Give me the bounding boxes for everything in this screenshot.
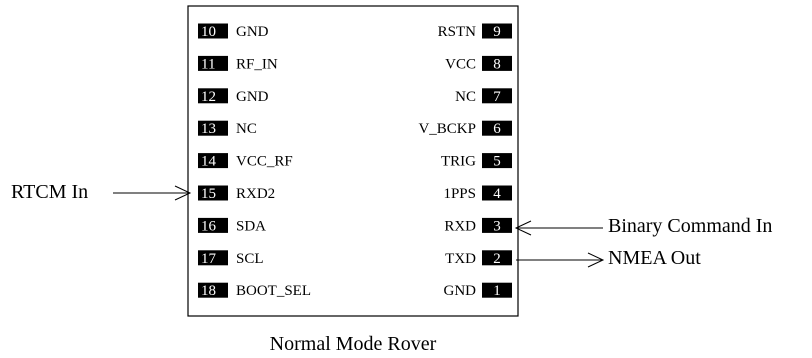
pin-label: VCC xyxy=(445,56,476,72)
pin-6-box xyxy=(482,120,512,136)
pin-label: TXD xyxy=(445,251,476,267)
pin-4: 4 1PPS xyxy=(443,185,512,202)
pin-label: 1PPS xyxy=(443,186,476,202)
pin-1: 1 GND xyxy=(444,282,512,299)
pin-label: BOOT_SEL xyxy=(236,283,311,299)
pin-number: 9 xyxy=(493,24,501,40)
pin-label: RXD2 xyxy=(236,186,275,202)
pin-11: 11 RF_IN xyxy=(198,55,278,72)
pin-number: 7 xyxy=(493,89,501,105)
pin-9-box xyxy=(482,23,512,39)
right-pin-column: 9 RSTN 8 VCC 7 NC 6 V_BCKP 5 TRIG 4 1PPS 3 RXD 2 TXD 1 GN… xyxy=(418,23,512,299)
pin-10-box xyxy=(198,23,228,39)
nmea-out-arrow-head xyxy=(587,252,605,268)
pin-number: 8 xyxy=(493,56,501,72)
pin-10: 10 GND xyxy=(198,23,269,40)
pin-7: 7 NC xyxy=(455,88,512,105)
pin-1-box xyxy=(482,282,512,298)
pin-number: 5 xyxy=(493,154,501,170)
binary-command-in-arrow-head xyxy=(514,220,532,236)
rtcm-in-arrow-head xyxy=(174,185,192,201)
pin-8: 8 VCC xyxy=(445,55,512,72)
pin-16: 16 SDA xyxy=(198,217,266,234)
rtcm-in-signal: RTCM In xyxy=(11,181,192,203)
pin-label: SCL xyxy=(236,251,264,267)
pin-number: 16 xyxy=(201,218,217,234)
pin-label: V_BCKP xyxy=(418,121,476,137)
pin-number: 4 xyxy=(493,186,501,202)
pin-5: 5 TRIG xyxy=(441,153,512,170)
pin-7-box xyxy=(482,88,512,104)
pin-number: 1 xyxy=(493,283,501,299)
pin-18-box xyxy=(198,282,228,298)
pin-14-box xyxy=(198,153,228,169)
pin-number: 2 xyxy=(493,251,501,267)
pin-17-box xyxy=(198,250,228,266)
pin-9: 9 RSTN xyxy=(438,23,512,40)
pin-4-box xyxy=(482,185,512,201)
pin-6: 6 V_BCKP xyxy=(418,120,512,137)
pin-17: 17 SCL xyxy=(198,250,264,267)
pin-label: TRIG xyxy=(441,154,476,170)
pin-number: 12 xyxy=(201,89,216,105)
pin-5-box xyxy=(482,153,512,169)
pin-label: NC xyxy=(236,121,257,137)
binary-command-in-signal: Binary Command In xyxy=(514,215,772,237)
diagram-caption: Normal Mode Rover xyxy=(270,333,437,355)
pin-18: 18 BOOT_SEL xyxy=(198,282,311,299)
pin-16-box xyxy=(198,217,228,233)
pin-3-box xyxy=(482,217,512,233)
pin-11-box xyxy=(198,55,228,71)
pin-number: 17 xyxy=(201,251,217,267)
pin-15: 15 RXD2 xyxy=(198,185,275,202)
pin-label: GND xyxy=(236,24,269,40)
pin-number: 3 xyxy=(493,218,501,234)
nmea-out-label: NMEA Out xyxy=(608,247,701,269)
pin-13-box xyxy=(198,120,228,136)
pin-label: GND xyxy=(236,89,269,105)
pin-number: 11 xyxy=(201,56,215,72)
pin-number: 18 xyxy=(201,283,216,299)
rtcm-in-label: RTCM In xyxy=(11,181,88,203)
pin-number: 14 xyxy=(201,154,217,170)
pin-15-box xyxy=(198,185,228,201)
chip-outline xyxy=(187,5,519,317)
binary-command-in-label: Binary Command In xyxy=(608,215,772,237)
pin-number: 13 xyxy=(201,121,216,137)
nmea-out-signal: NMEA Out xyxy=(516,247,701,269)
pin-label: GND xyxy=(444,283,477,299)
pin-label: RSTN xyxy=(438,24,477,40)
pin-label: RXD xyxy=(444,218,476,234)
pin-number: 6 xyxy=(493,121,501,137)
pin-label: NC xyxy=(455,89,476,105)
pin-12-box xyxy=(198,88,228,104)
pin-label: VCC_RF xyxy=(236,154,293,170)
pin-number: 15 xyxy=(201,186,216,202)
pin-3: 3 RXD xyxy=(444,217,512,234)
pin-label: RF_IN xyxy=(236,56,278,72)
pin-number: 10 xyxy=(201,24,216,40)
pin-14: 14 VCC_RF xyxy=(198,153,293,170)
pin-2: 2 TXD xyxy=(445,250,512,267)
pin-12: 12 GND xyxy=(198,88,269,105)
pin-8-box xyxy=(482,55,512,71)
pin-13: 13 NC xyxy=(198,120,257,137)
pin-label: SDA xyxy=(236,218,266,234)
pin-2-box xyxy=(482,250,512,266)
